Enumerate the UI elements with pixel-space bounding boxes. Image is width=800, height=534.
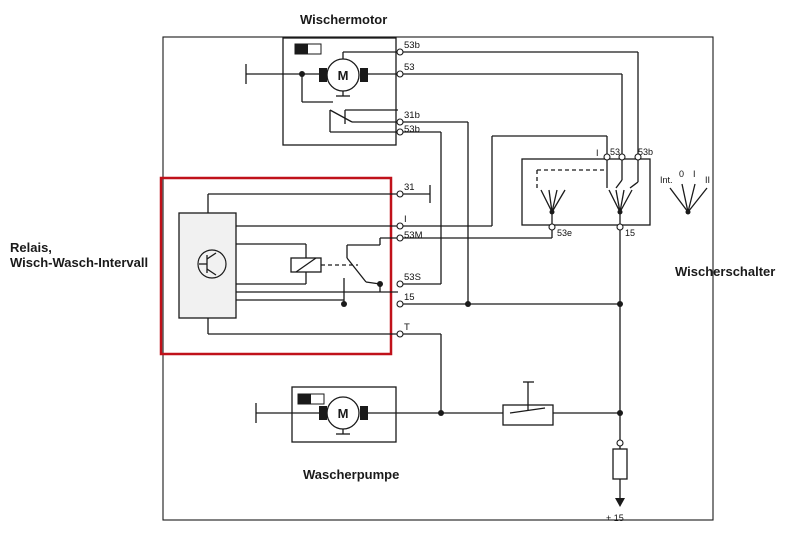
washer-pump-motor-symbol: M	[319, 396, 368, 435]
supply-label: + 15	[606, 513, 624, 523]
relay-terminal-T: T	[396, 322, 410, 338]
outer-frame	[162, 36, 714, 521]
svg-text:53b: 53b	[404, 40, 420, 51]
wiper-motor-ground	[245, 64, 302, 84]
relay-highlight-frame	[159, 176, 393, 356]
washer-pump-label: Wascherpumpe	[303, 467, 399, 482]
svg-text:53e: 53e	[557, 228, 572, 238]
svg-text:53b: 53b	[404, 124, 420, 135]
supply-arrow	[615, 498, 625, 507]
relay-contact	[346, 237, 398, 283]
svg-text:31b: 31b	[404, 110, 420, 121]
switch-contact-right	[608, 189, 633, 215]
svg-text:53M: 53M	[404, 230, 423, 241]
svg-text:53: 53	[610, 147, 620, 157]
washer-pump-ground	[255, 403, 319, 423]
svg-text:Int.: Int.	[660, 175, 673, 185]
motor-terminal-53b-bottom: 53b	[396, 124, 420, 136]
relay-label-line2: Wisch-Wasch-Intervall	[10, 255, 148, 270]
svg-text:T: T	[404, 322, 410, 333]
svg-text:53b: 53b	[638, 147, 653, 157]
motor-terminal-53: 53	[396, 62, 415, 78]
svg-text:53S: 53S	[404, 272, 421, 283]
transistor-symbol	[197, 249, 227, 279]
washer-push-switch	[502, 381, 554, 426]
relay-terminal-I: I	[396, 214, 407, 230]
switch-position-indicator: Int. 0 I II	[660, 169, 710, 215]
switch-terminal-I: I	[596, 148, 611, 161]
wiper-switch-label: Wischerschalter	[675, 264, 775, 279]
wiper-motor-indicator	[294, 43, 322, 55]
svg-text:53: 53	[404, 62, 415, 73]
washer-pump-indicator	[297, 393, 325, 405]
relay-label-line1: Relais,	[10, 240, 52, 255]
relay-terminal-31: 31	[396, 182, 415, 198]
relay-terminal-53M: 53M	[396, 230, 423, 242]
svg-text:I: I	[404, 214, 407, 225]
svg-text:M: M	[338, 406, 349, 421]
fuse	[612, 448, 628, 480]
svg-text:15: 15	[625, 228, 635, 238]
relay-terminal-15: 15	[396, 292, 415, 308]
svg-text:15: 15	[404, 292, 415, 303]
relay-terminal-53S: 53S	[396, 272, 421, 288]
wiper-motor-label: Wischermotor	[300, 12, 387, 27]
svg-text:I: I	[596, 148, 599, 158]
switch-terminal-53: 53	[610, 147, 626, 161]
svg-text:31: 31	[404, 182, 415, 193]
motor-terminal-31b: 31b	[396, 110, 420, 126]
motor-terminal-53b-top: 53b	[396, 40, 420, 56]
svg-text:I: I	[693, 169, 696, 179]
park-contact	[329, 109, 398, 133]
svg-text:M: M	[338, 68, 349, 83]
svg-text:II: II	[705, 175, 710, 185]
svg-text:0: 0	[679, 169, 684, 179]
